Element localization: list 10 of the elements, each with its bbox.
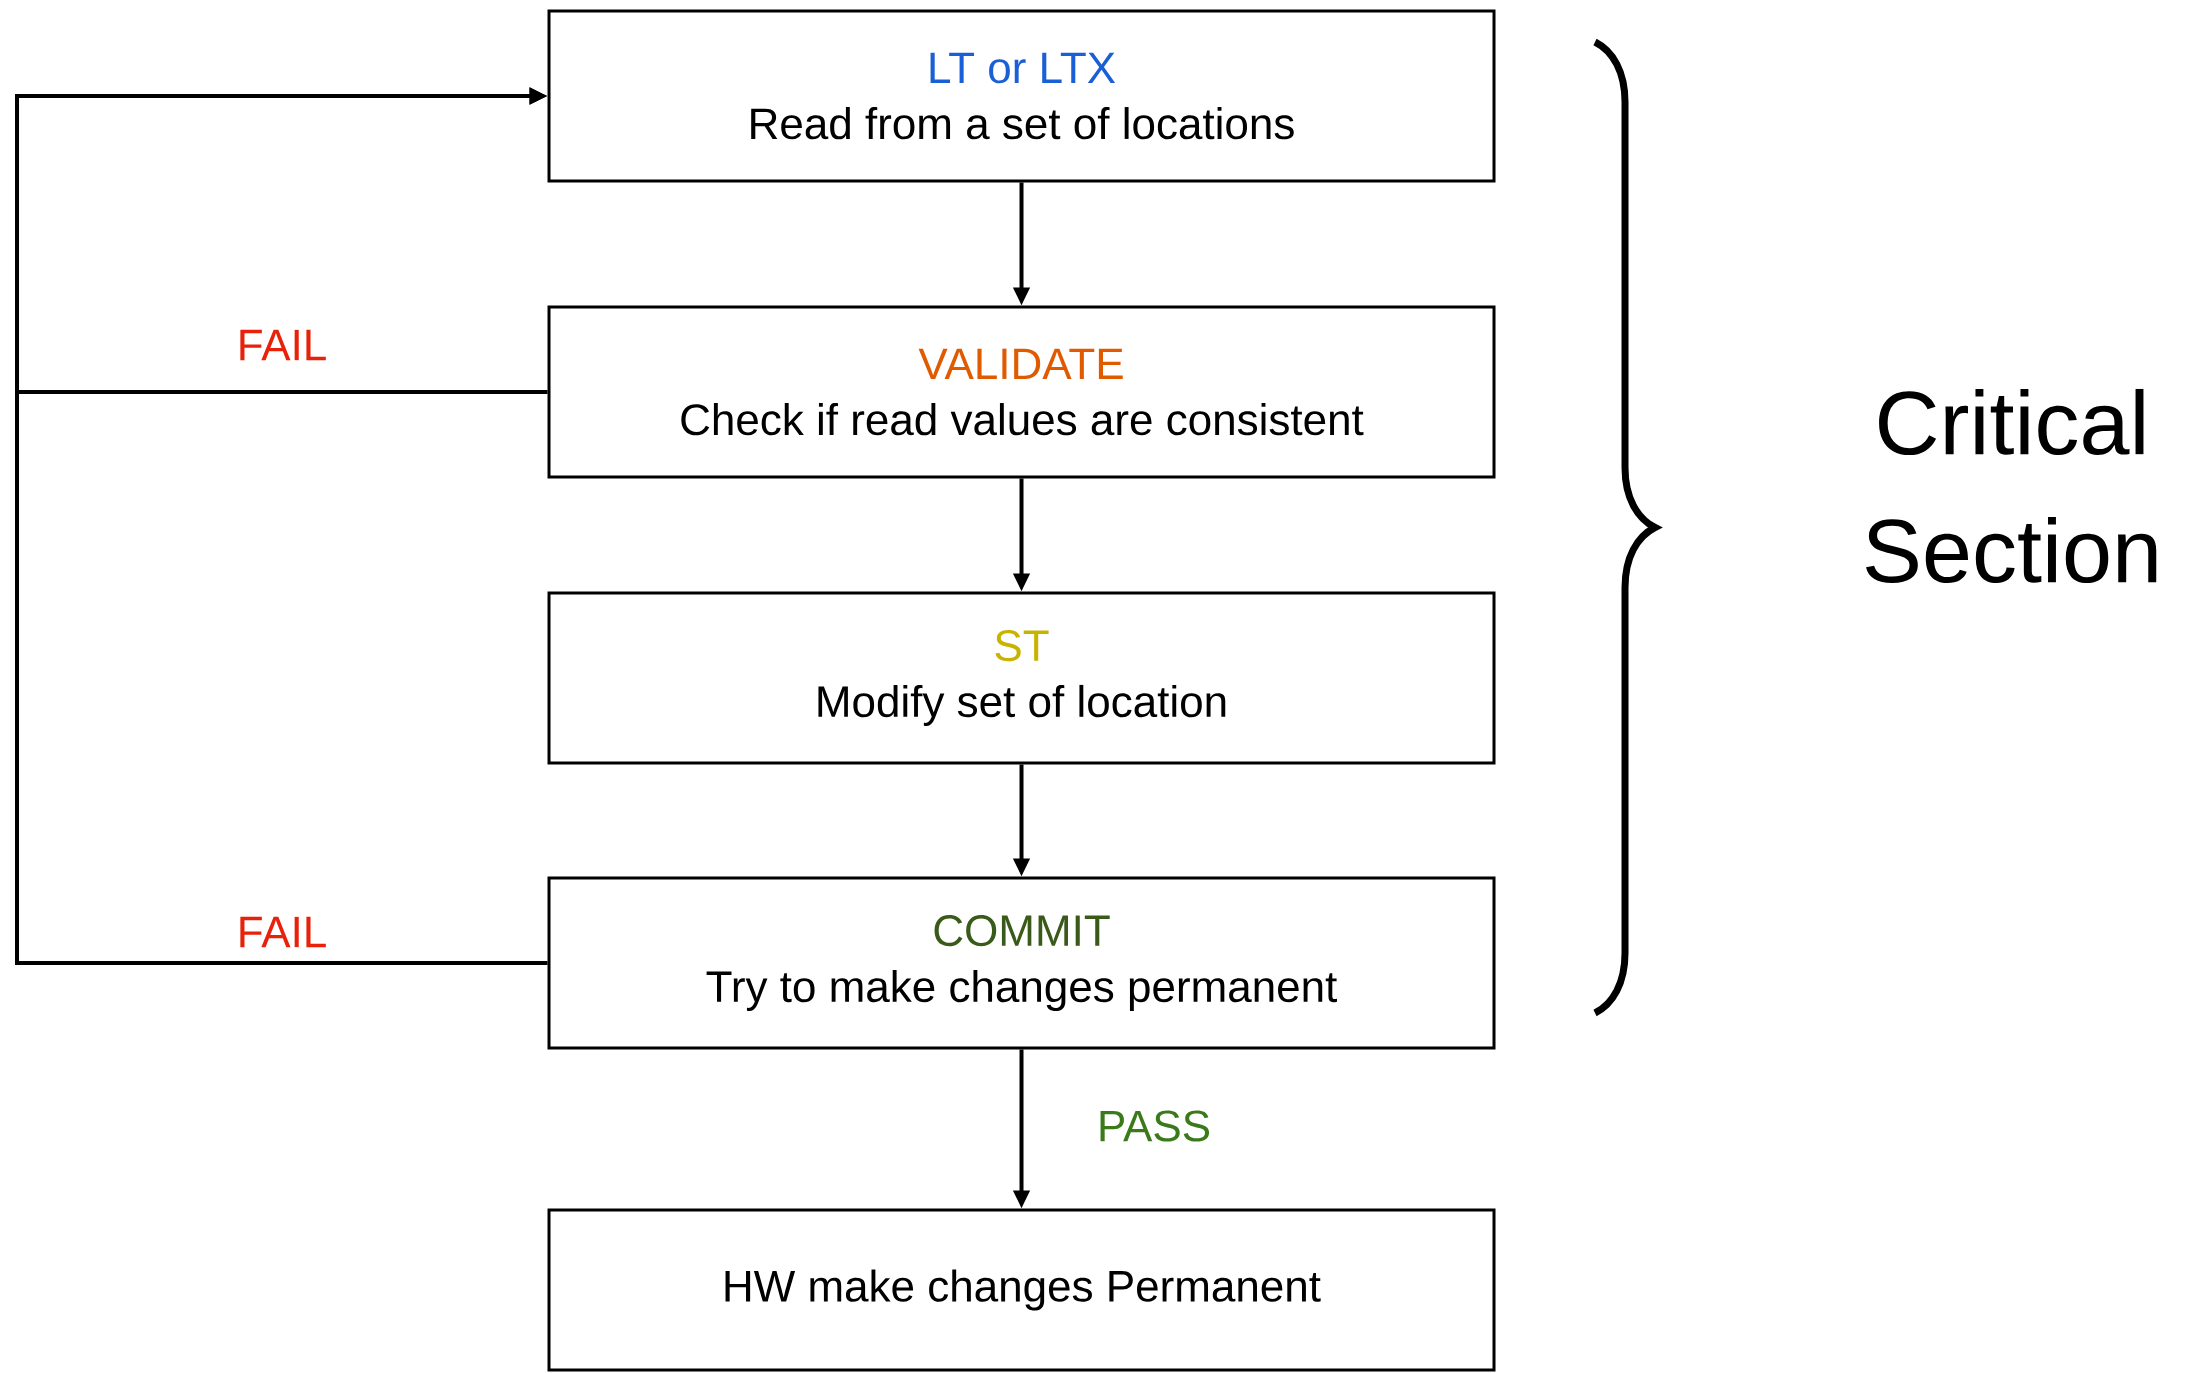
process-box: COMMIT Try to make changes permanent xyxy=(547,876,1496,1050)
edge-label: PASS xyxy=(1100,1110,1210,1142)
process-box: HW make changes Permanent xyxy=(547,1208,1496,1372)
edge-label: FAIL xyxy=(240,916,326,948)
process-box: LT or LTX Read from a set of locations xyxy=(547,9,1496,183)
process-box: VALIDATE Check if read values are consistent xyxy=(547,305,1496,479)
arrow xyxy=(15,87,548,965)
process-box: ST Modify set of location xyxy=(547,591,1496,765)
edge-label: FAIL xyxy=(240,329,326,361)
section-label: Critical Section xyxy=(1866,388,2157,584)
